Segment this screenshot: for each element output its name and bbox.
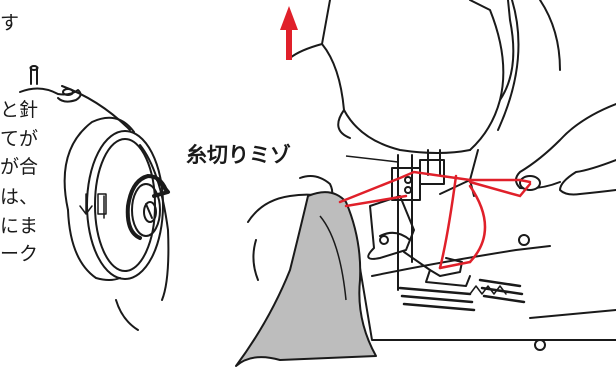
presser-foot	[368, 196, 414, 259]
feed-dogs	[400, 288, 474, 310]
left-text-fragment-4: が合	[0, 158, 38, 177]
left-text-fragment-5: は、	[0, 188, 38, 207]
left-text-fragment-1: す	[0, 14, 19, 33]
left-text-fragment-3: てが	[0, 130, 38, 149]
wheel-mark-icon	[80, 194, 92, 214]
up-arrow-icon	[280, 6, 298, 60]
thread-cutter-label: 糸切りミゾ	[186, 145, 291, 166]
handwheel-illustration	[20, 66, 168, 330]
left-text-fragment-6: にま	[0, 217, 38, 236]
left-text-fragment-7: ーク	[0, 245, 38, 264]
label-leader-line	[346, 156, 398, 162]
right-hand	[516, 104, 616, 195]
left-text-fragment-2: と針	[0, 101, 38, 120]
